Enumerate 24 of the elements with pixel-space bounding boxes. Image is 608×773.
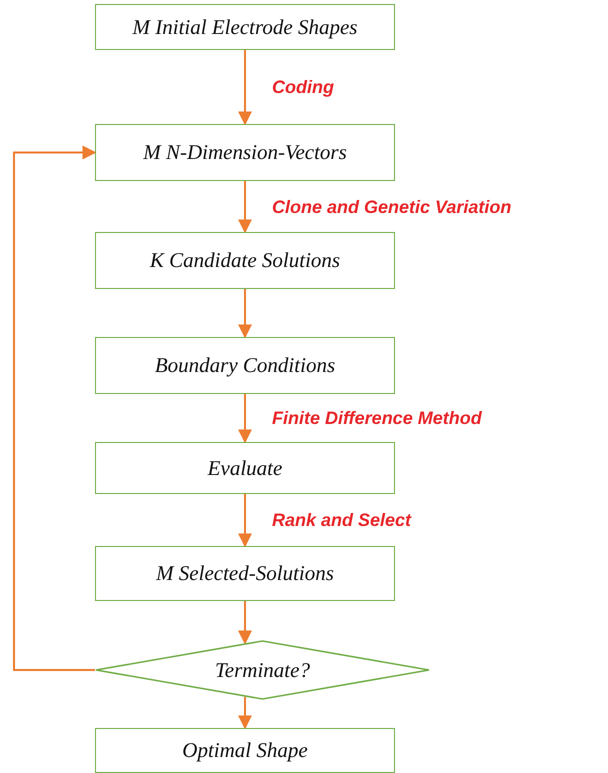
node-text: M Selected-Solutions: [156, 561, 334, 586]
process-box: [95, 232, 395, 289]
process-box: [95, 728, 395, 773]
node-text: K Candidate Solutions: [150, 248, 340, 273]
node-text: Terminate?: [215, 658, 310, 682]
arrow: [238, 50, 252, 126]
node-text: Optimal Shape: [182, 738, 308, 763]
arrow: [238, 601, 252, 645]
decision-diamond: [95, 640, 430, 700]
node-text: Evaluate: [208, 456, 282, 480]
arrow: [238, 394, 252, 444]
process-box: [95, 337, 395, 394]
process-box: [95, 4, 395, 50]
arrow: [238, 181, 252, 234]
node-text: M N-Dimension-Vectors: [143, 140, 347, 165]
arrow: [13, 146, 96, 671]
process-box: [95, 124, 395, 181]
arrow: [238, 494, 252, 548]
process-box: [95, 546, 395, 601]
process-box: [95, 442, 395, 494]
node-text: Boundary Conditions: [154, 353, 336, 378]
arrow: [238, 696, 252, 730]
arrow: [238, 289, 252, 338]
node-text: M Initial Electrode Shapes: [132, 14, 358, 40]
